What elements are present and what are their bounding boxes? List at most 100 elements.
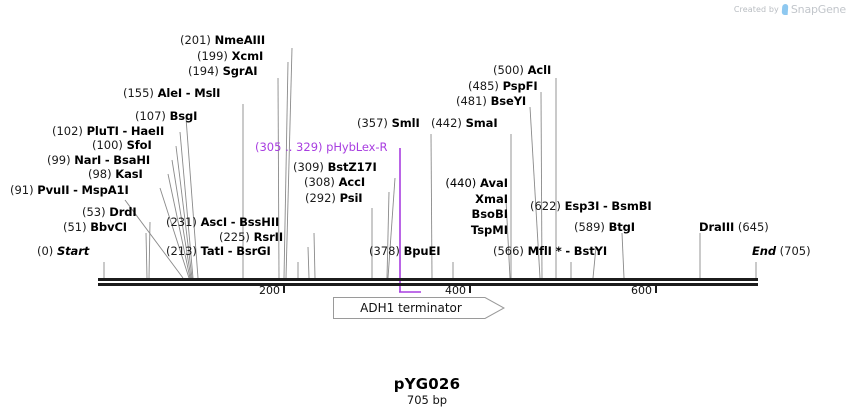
site-position: (308) bbox=[304, 175, 335, 189]
site-label-end[interactable]: End (705) bbox=[752, 245, 811, 257]
site-name: SmaI bbox=[465, 116, 498, 130]
site-label-sfoi[interactable]: (100) SfoI bbox=[92, 139, 152, 151]
feature-adh1-terminator[interactable]: ADH1 terminator bbox=[333, 296, 506, 320]
site-position: (231) bbox=[166, 215, 197, 229]
primer-position: (305 .. 329) bbox=[255, 140, 323, 154]
dna-strand-bottom bbox=[98, 283, 758, 286]
site-position: (99) bbox=[47, 153, 71, 167]
site-position: (500) bbox=[493, 63, 524, 77]
site-label-tati-bsrgi[interactable]: (213) TatI - BsrGI bbox=[166, 245, 271, 257]
site-name: AvaI bbox=[479, 176, 508, 190]
site-name-2: BstYI bbox=[573, 244, 607, 258]
site-separator: - bbox=[602, 199, 608, 213]
site-label-mfli-bstyi[interactable]: (566) MflI * - BstYI bbox=[493, 245, 607, 257]
site-position: (309) bbox=[293, 160, 324, 174]
site-name: AscI bbox=[200, 215, 228, 229]
site-separator: - bbox=[185, 86, 191, 100]
site-name: AleI bbox=[157, 86, 183, 100]
site-position: (91) bbox=[10, 183, 34, 197]
site-separator: - bbox=[122, 124, 128, 138]
site-label-rsrii[interactable]: (225) RsrII bbox=[219, 231, 283, 243]
site-separator: - bbox=[104, 153, 110, 167]
site-label-pluti-haeii[interactable]: (102) PluTI - HaeII bbox=[52, 125, 164, 137]
ruler-label-600: 600 bbox=[631, 284, 652, 297]
site-label-bbvci[interactable]: (51) BbvCI bbox=[63, 221, 127, 233]
watermark-brand: SnapGene bbox=[790, 3, 846, 16]
site-label-avai-group[interactable]: (440) AvaI XmaI BsoBI TspMI bbox=[430, 176, 508, 238]
site-name: NarI bbox=[74, 153, 102, 167]
site-label-nari-bsahi[interactable]: (99) NarI - BsaHI bbox=[47, 154, 150, 166]
site-label-kasi[interactable]: (98) KasI bbox=[88, 168, 143, 180]
site-name: DraIII bbox=[699, 220, 735, 234]
site-position: (442) bbox=[431, 116, 462, 130]
site-label-esp3i-bsmbi[interactable]: (622) Esp3I - BsmBI bbox=[530, 200, 652, 212]
site-name: PsiI bbox=[339, 191, 363, 205]
site-label-smai[interactable]: (442) SmaI bbox=[431, 117, 498, 129]
primer-marker bbox=[399, 148, 421, 293]
site-separator: - bbox=[565, 244, 571, 258]
site-position: (705) bbox=[779, 244, 811, 258]
snapgene-watermark: Created by SnapGene bbox=[734, 3, 846, 16]
site-label-bseyi[interactable]: (481) BseYI bbox=[456, 95, 526, 107]
site-name: XcmI bbox=[231, 49, 264, 63]
site-separator: - bbox=[73, 183, 78, 197]
site-name: AclI bbox=[527, 63, 552, 77]
site-position: (194) bbox=[188, 64, 219, 78]
dna-strand-top bbox=[98, 278, 758, 281]
plasmid-name: pYG026 bbox=[393, 375, 461, 393]
site-name-2: BssHII bbox=[239, 215, 280, 229]
site-label-smli[interactable]: (357) SmlI bbox=[357, 117, 420, 129]
site-label-acci[interactable]: (308) AccI bbox=[304, 176, 365, 188]
primer-label-phyblex-r[interactable]: (305 .. 329) pHybLex-R bbox=[255, 141, 387, 153]
site-position: (199) bbox=[197, 49, 228, 63]
site-position: (0) bbox=[37, 244, 54, 258]
site-label-start[interactable]: (0) Start bbox=[37, 245, 89, 257]
site-position: (53) bbox=[82, 205, 106, 219]
ruler-label-200: 200 bbox=[259, 284, 280, 297]
site-name: DrdI bbox=[109, 205, 137, 219]
site-label-drdi[interactable]: (53) DrdI bbox=[82, 206, 137, 218]
site-name-2: MslI bbox=[194, 86, 221, 100]
site-name: SmlI bbox=[391, 116, 420, 130]
site-name: SfoI bbox=[126, 138, 152, 152]
site-label-bpuei[interactable]: (378) BpuEI bbox=[369, 244, 441, 258]
site-name: Esp3I bbox=[564, 199, 600, 213]
site-label-nmeaiii[interactable]: (201) NmeAIII bbox=[180, 34, 265, 46]
site-name: SgrAI bbox=[222, 64, 258, 78]
site-label-alei-msli[interactable]: (155) AleI - MslI bbox=[123, 87, 220, 99]
site-label-xcmi[interactable]: (199) XcmI bbox=[197, 50, 263, 62]
site-label-btgi[interactable]: (589) BtgI bbox=[574, 221, 635, 233]
site-label-acli[interactable]: (500) AclI bbox=[493, 64, 551, 76]
site-label-draiii[interactable]: DraIII (645) bbox=[699, 221, 769, 233]
site-label-pspfi[interactable]: (485) PspFI bbox=[468, 80, 538, 92]
site-position: (292) bbox=[305, 191, 336, 205]
site-position: (155) bbox=[123, 86, 154, 100]
site-name-3: BsoBI bbox=[471, 207, 508, 221]
site-label-pvuii-mspa1i[interactable]: (91) PvuII - MspA1I bbox=[10, 184, 129, 196]
site-name: BtgI bbox=[608, 220, 635, 234]
site-name-2: XmaI bbox=[475, 191, 508, 206]
site-label-psii[interactable]: (292) PsiI bbox=[305, 192, 363, 204]
ruler-tick-200 bbox=[283, 284, 285, 293]
site-separator: - bbox=[227, 244, 233, 258]
site-position: (102) bbox=[52, 124, 83, 138]
site-name: PvuII bbox=[37, 183, 70, 197]
site-position: (378) bbox=[369, 244, 400, 258]
dna-backbone[interactable] bbox=[98, 278, 758, 286]
plasmid-title: pYG026 705 bp bbox=[0, 375, 854, 407]
site-label-bstz17i[interactable]: (309) BstZ17I bbox=[293, 161, 377, 173]
site-position: (201) bbox=[180, 33, 211, 47]
site-position: (589) bbox=[574, 220, 605, 234]
site-label-bsgi[interactable]: (107) BsgI bbox=[135, 110, 197, 122]
ruler-tick-600 bbox=[655, 284, 657, 293]
site-name: BstZ17I bbox=[327, 160, 377, 174]
site-row: (440) AvaI bbox=[430, 176, 508, 192]
site-label-sgrai[interactable]: (194) SgrAI bbox=[188, 64, 258, 78]
site-label-asci-bsshii[interactable]: (231) AscI - BssHII bbox=[166, 216, 279, 228]
site-name: MflI * bbox=[527, 244, 562, 258]
site-position: (51) bbox=[63, 220, 87, 234]
site-position: (440) bbox=[445, 176, 477, 190]
site-name: NmeAIII bbox=[214, 33, 266, 47]
site-name: AccI bbox=[338, 175, 366, 189]
